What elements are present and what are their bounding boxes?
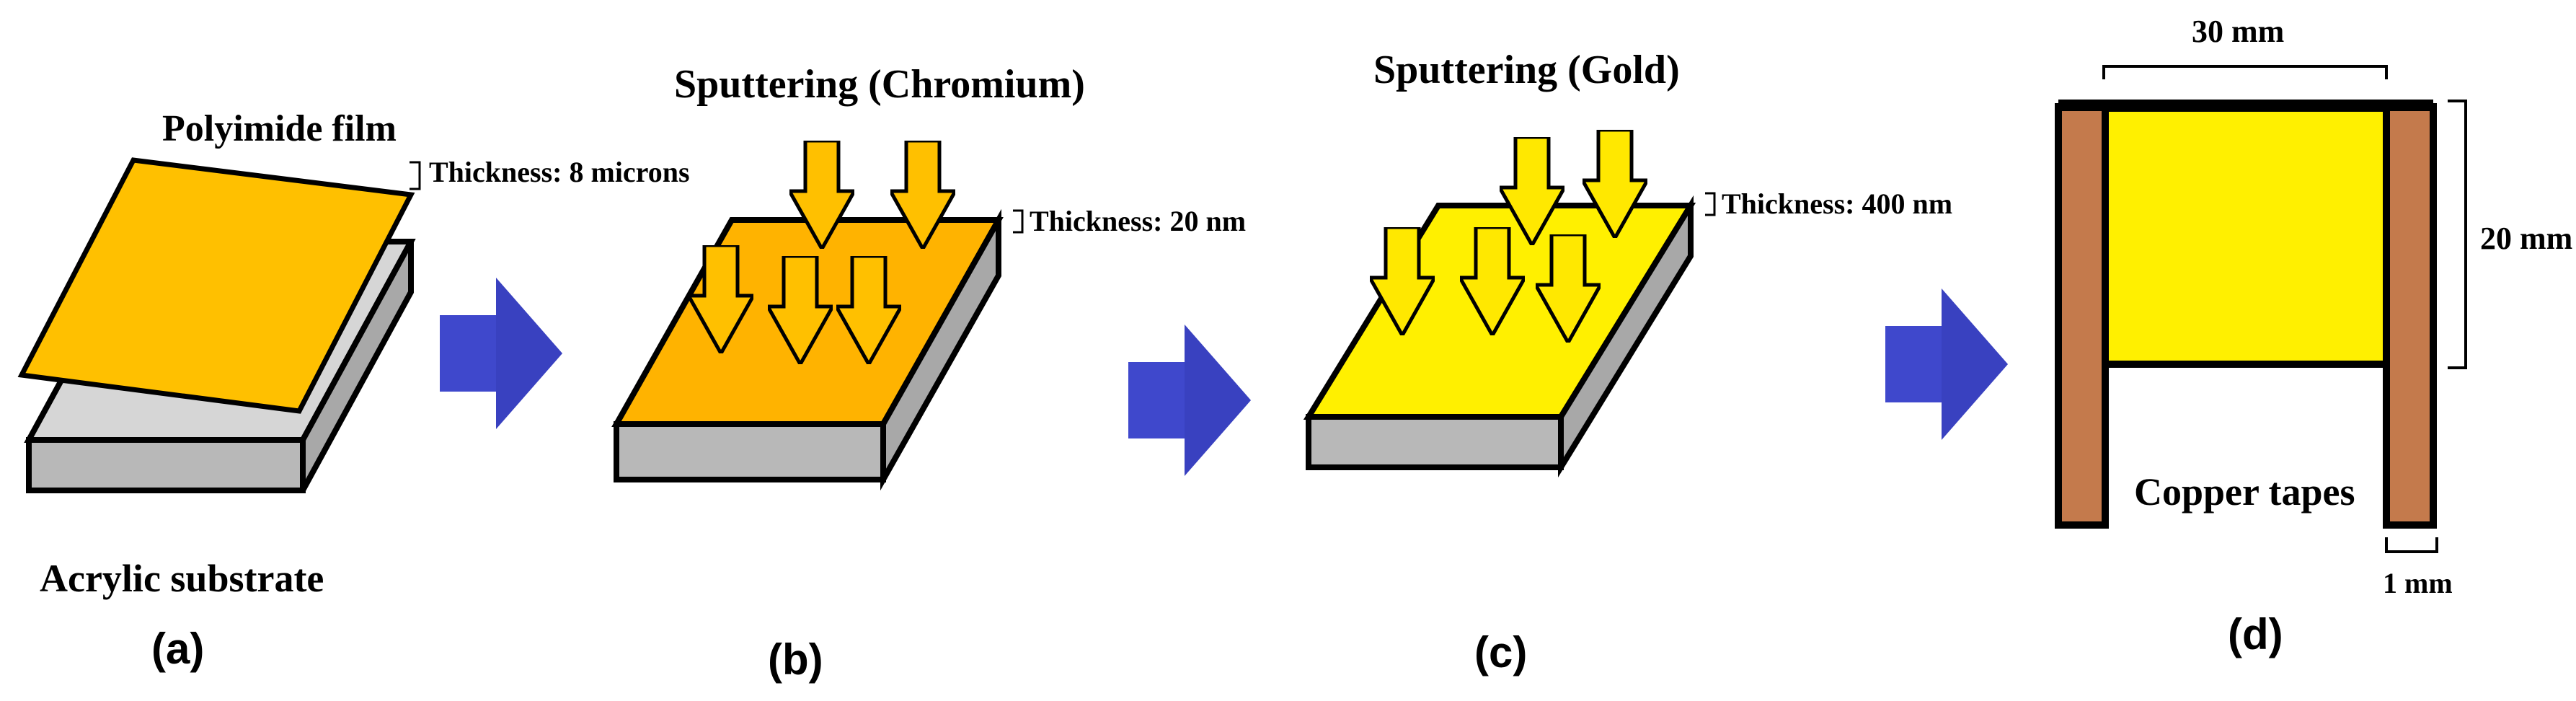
film-thickness-annotation: Thickness: 8 microns <box>410 156 690 190</box>
panel-c-label: (c) <box>1474 628 1527 676</box>
panel-b: Sputtering (Chromium) Thickness: 20 nm (… <box>611 62 1246 684</box>
panel-a-label: (a) <box>151 625 204 673</box>
tape-width-dimension: 1 mm <box>2383 537 2453 599</box>
copper-tape-right <box>2383 103 2437 529</box>
sputtering-chromium-label: Sputtering (Chromium) <box>674 62 1085 107</box>
thickness-bracket-icon <box>410 161 421 190</box>
sputtering-gold-label: Sputtering (Gold) <box>1373 48 1680 92</box>
panel-c: Sputtering (Gold) Thickness: 400 nm (c) <box>1303 48 1952 676</box>
svg-text:30 mm: 30 mm <box>2192 14 2284 49</box>
svg-text:1 mm: 1 mm <box>2383 567 2453 599</box>
copper-tapes-label: Copper tapes <box>2134 470 2355 513</box>
panel-a: Polyimide film Thickness: 8 microns Acry… <box>17 108 690 673</box>
chromium-thickness-annotation: Thickness: 20 nm <box>1013 205 1246 237</box>
panel-d-label: (d) <box>2228 610 2283 658</box>
process-arrow-2 <box>1128 325 1251 476</box>
polyimide-film <box>17 157 415 414</box>
width-dimension: 30 mm <box>2102 14 2388 79</box>
top-edge <box>2058 100 2433 111</box>
process-arrow-1 <box>440 278 562 429</box>
process-arrow-3 <box>1885 288 2008 440</box>
polyimide-film-label: Polyimide film <box>162 108 397 149</box>
panel-b-label: (b) <box>768 635 823 684</box>
panel-d: 30 mm 20 mm 1 mm Copper tapes (d) <box>2055 14 2572 658</box>
thickness-bracket-icon <box>1705 192 1716 216</box>
acrylic-substrate-label: Acrylic substrate <box>40 557 324 600</box>
gold-electrode-pad <box>2102 105 2390 368</box>
height-dimension: 20 mm <box>2448 100 2572 369</box>
svg-text:Thickness: 20 nm: Thickness: 20 nm <box>1030 205 1246 237</box>
gold-thickness-annotation: Thickness: 400 nm <box>1705 188 1952 220</box>
svg-text:Thickness: 400 nm: Thickness: 400 nm <box>1722 188 1952 220</box>
copper-tape-left <box>2055 103 2109 529</box>
thickness-bracket-icon <box>1013 209 1024 234</box>
svg-text:20 mm: 20 mm <box>2480 221 2572 256</box>
svg-text:Thickness: 8 microns: Thickness: 8 microns <box>429 156 690 188</box>
